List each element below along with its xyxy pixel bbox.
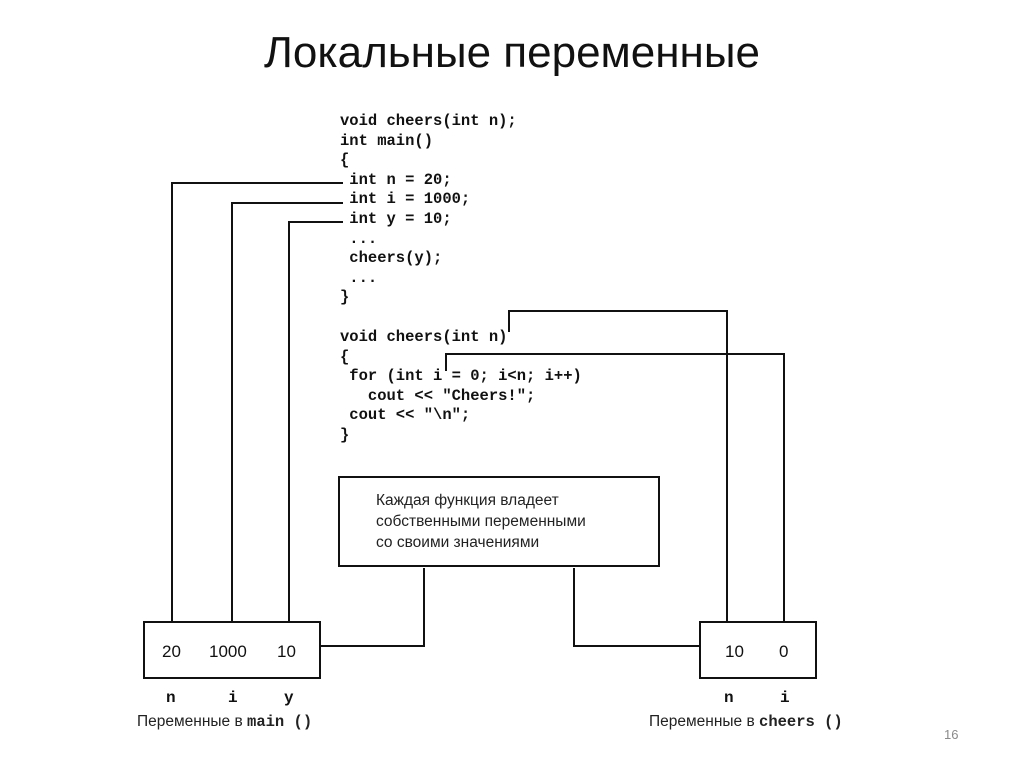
main-var-y-value: 10 bbox=[277, 642, 296, 661]
cheers-var-i-value: 0 bbox=[779, 642, 789, 661]
caption-text: Переменные в bbox=[137, 713, 248, 730]
code-line: } bbox=[340, 288, 350, 307]
main-var-n-name: n bbox=[166, 689, 176, 707]
code-line: ... bbox=[340, 268, 378, 287]
cheers-var-n-name: n bbox=[724, 689, 734, 707]
code-line: ... bbox=[340, 229, 378, 248]
code-line: int n = 20; bbox=[340, 170, 452, 189]
main-var-n-value: 20 bbox=[162, 642, 181, 661]
code-line: cheers(y); bbox=[340, 249, 443, 268]
code-line: cout << "\n"; bbox=[340, 406, 471, 425]
main-variables-caption: Переменные в main () bbox=[137, 713, 312, 731]
code-line: } bbox=[340, 425, 350, 444]
main-var-i-value: 1000 bbox=[209, 642, 247, 661]
code-main: void cheers(int n); int main() { int n =… bbox=[340, 112, 517, 308]
main-var-i-name: i bbox=[228, 689, 238, 707]
code-line: void cheers(int n); bbox=[340, 112, 517, 130]
caption-function: main () bbox=[247, 713, 313, 731]
note-line: собственными переменными bbox=[376, 513, 586, 530]
code-line: for (int i = 0; i<n; i++) bbox=[340, 367, 582, 386]
line-note-cheers bbox=[573, 568, 699, 647]
code-line: { bbox=[340, 151, 350, 170]
line-note-main bbox=[320, 568, 425, 647]
code-line: int main() bbox=[340, 131, 434, 150]
cheers-variables-box: 10 0 bbox=[699, 621, 817, 679]
line-cheers-i bbox=[445, 353, 785, 621]
page-number: 16 bbox=[944, 727, 959, 742]
code-line: int y = 10; bbox=[340, 209, 452, 228]
explanation-note: Каждая функция владеет собственными пере… bbox=[338, 476, 660, 567]
main-var-y-name: y bbox=[284, 689, 294, 707]
line-main-y bbox=[288, 221, 343, 621]
cheers-var-n-value: 10 bbox=[725, 642, 744, 661]
code-line: int i = 1000; bbox=[340, 190, 471, 209]
main-variables-box: 20 1000 10 bbox=[143, 621, 321, 679]
line-main-n bbox=[171, 182, 343, 621]
code-line: { bbox=[340, 347, 350, 366]
line-main-i bbox=[231, 202, 343, 621]
line-cheers-n bbox=[508, 310, 728, 621]
code-cheers: void cheers(int n) { for (int i = 0; i<n… bbox=[340, 328, 582, 446]
slide-title: Локальные переменные bbox=[264, 28, 760, 77]
caption-text: Переменные в bbox=[649, 713, 760, 730]
cheers-variables-caption: Переменные в cheers () bbox=[649, 713, 843, 731]
code-line: cout << "Cheers!"; bbox=[340, 386, 536, 405]
cheers-var-i-name: i bbox=[780, 689, 790, 707]
code-line: void cheers(int n) bbox=[340, 328, 508, 346]
caption-function: cheers () bbox=[759, 713, 843, 731]
note-line: Каждая функция владеет bbox=[376, 492, 559, 509]
note-line: со своими значениями bbox=[376, 534, 540, 551]
